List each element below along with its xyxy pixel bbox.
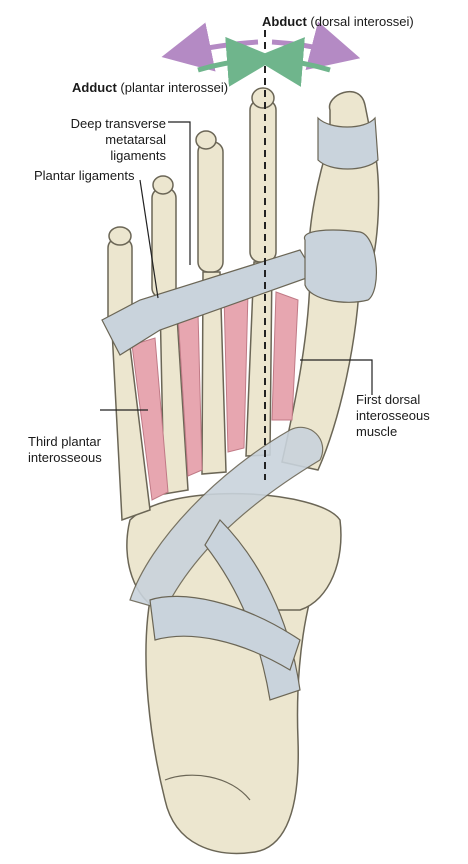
abduct-arrow-left <box>161 22 259 72</box>
adduct-arrow-left <box>197 36 277 87</box>
leader-lines <box>100 121 373 411</box>
adduct-label: Adduct (plantar interossei) <box>72 80 229 95</box>
abduct-arrow-right <box>271 21 361 70</box>
ligaments <box>101 116 379 701</box>
adduct-arrow-right <box>253 37 331 87</box>
abduct-label: Abduct (dorsal interossei) <box>262 14 414 29</box>
plantar-ligaments-label: Plantar ligaments <box>34 168 135 183</box>
metatarsals <box>111 261 361 522</box>
